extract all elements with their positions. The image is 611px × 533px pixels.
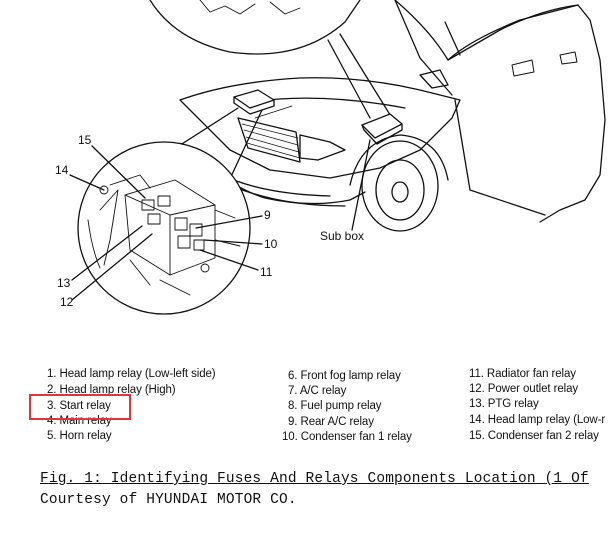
callout-12: 12: [60, 295, 74, 309]
callout-11: 11: [260, 265, 273, 279]
front-wheel-arch: [349, 134, 449, 186]
vehicle-engine-bay-drawing: [69, 0, 606, 315]
legend-item-15: 15. Condenser fan 2 relay: [469, 430, 599, 442]
legend-item-13: 13. PTG relay: [469, 398, 539, 410]
legend-item-3: 3. Start relay: [47, 400, 111, 412]
legend-item-5: 5. Horn relay: [47, 430, 112, 442]
figure-credit: Courtesy of HYUNDAI MOTOR CO.: [40, 492, 297, 508]
legend-item-6: 6. Front fog lamp relay: [288, 370, 401, 382]
main-relay-box: [233, 89, 275, 109]
start-relay-highlight-box: [29, 394, 131, 420]
front-wheel: [361, 140, 439, 232]
callout-sub-box: Sub box: [320, 229, 365, 243]
legend-item-12: 12. Power outlet relay: [469, 383, 579, 395]
callout-13: 13: [57, 276, 71, 290]
callout-9: 9: [264, 208, 271, 222]
legend-item-1: 1. Head lamp relay (Low-left side): [47, 368, 216, 380]
callout-15: 15: [78, 133, 92, 147]
figure-caption: Fig. 1: Identifying Fuses And Relays Com…: [40, 471, 589, 487]
headlight: [299, 134, 346, 161]
legend-item-10: 10. Condenser fan 1 relay: [282, 431, 412, 443]
legend-item-11: 11. Radiator fan relay: [469, 368, 576, 380]
relay-detail-circle: [77, 141, 251, 315]
legend-item-14: 14. Head lamp relay (Low-r: [469, 414, 606, 426]
hood-outline: [179, 77, 461, 179]
car-body-outline: [394, 0, 606, 223]
legend-item-7: 7. A/C relay: [288, 385, 347, 397]
callout-10: 10: [264, 237, 278, 251]
legend-item-9: 9. Rear A/C relay: [288, 416, 374, 428]
legend-item-2: 2. Head lamp relay (High): [47, 384, 176, 396]
legend-item-8: 8. Fuel pump relay: [288, 400, 382, 412]
callout-14: 14: [55, 163, 69, 177]
top-detail-circle: [149, 0, 361, 55]
grille: [237, 117, 301, 163]
